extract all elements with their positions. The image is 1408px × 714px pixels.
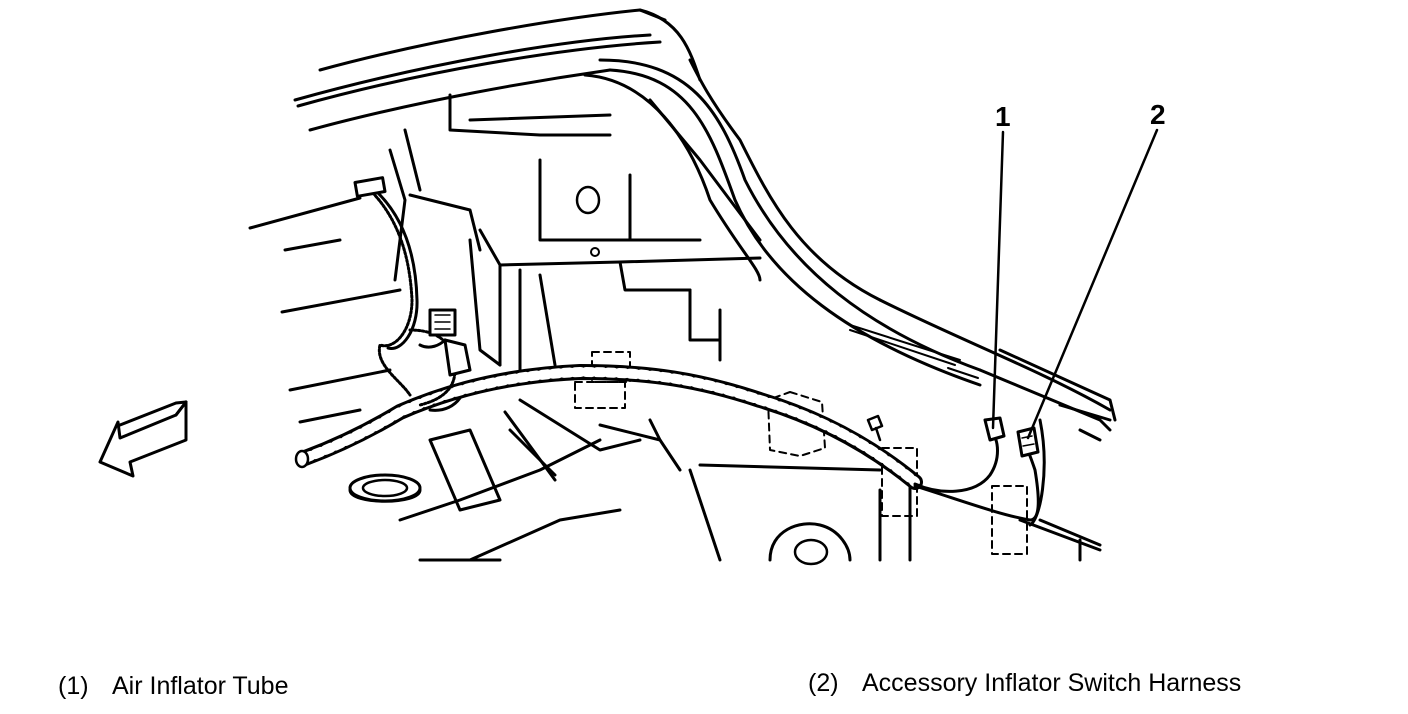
center-bulkhead [448,93,762,372]
legend-item-1: (1) Air Inflator Tube [58,672,288,701]
callout-leaders [991,128,1159,440]
hatch-marks [849,324,979,379]
left-trunk-wall [248,128,482,424]
accessory-switch-harness [913,416,1040,522]
legend-item-2-number: (2) [808,669,839,697]
callout-1: 1 [995,101,1011,132]
left-wiring-harness [353,176,472,412]
legend-item-2: (2) Accessory Inflator Switch Harness [808,669,1241,698]
air-inflator-tube [294,364,923,490]
forward-arrow-icon [98,400,188,478]
trunk-floor [348,348,1117,566]
callout-2: 2 [1150,99,1166,130]
roof-edge [293,8,702,132]
legend-item-2-label: Accessory Inflator Switch Harness [862,669,1242,697]
legend-item-1-number: (1) [58,672,89,700]
legend-item-1-label: Air Inflator Tube [112,672,289,700]
quarter-panel [583,58,1112,442]
fastener-bolt [866,414,884,442]
